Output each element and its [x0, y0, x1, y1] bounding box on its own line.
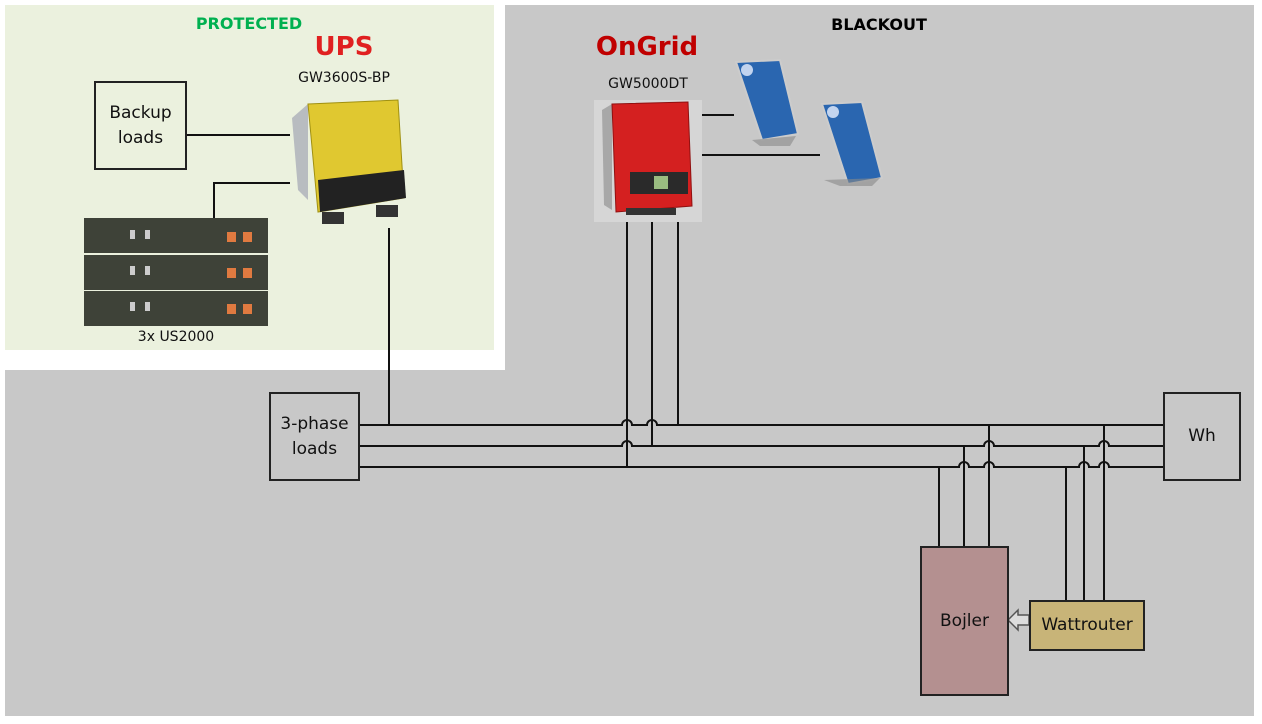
wire-battery [213, 182, 290, 218]
backup-loads-line1: Backup [109, 102, 172, 123]
backup-loads-box: Backup loads [94, 81, 187, 170]
meter-label: Wh [1188, 426, 1216, 446]
ups-model: GW3600S-BP [298, 70, 390, 86]
bus-l1 [360, 419, 1163, 426]
bus-l3 [360, 461, 1163, 468]
pv-panel-1-image [734, 58, 800, 146]
protected-label: PROTECTED [195, 14, 303, 33]
battery-label: 3x US2000 [137, 329, 215, 345]
battery-stack-image [84, 218, 268, 326]
three-phase-loads-box: 3-phase loads [269, 392, 360, 481]
wattrouter-label: Wattrouter [1041, 615, 1133, 635]
wattrouter-box: Wattrouter [1029, 600, 1145, 651]
three-phase-loads-line1: 3-phase [280, 413, 349, 434]
boiler-label: Bojler [940, 610, 989, 631]
three-phase-loads-line2: loads [291, 438, 338, 459]
pv-panel-2-image [820, 100, 884, 186]
blackout-label: BLACKOUT [831, 15, 927, 34]
backup-loads-line2: loads [117, 127, 164, 148]
ups-inverter-image [292, 99, 406, 224]
ongrid-inverter-image [594, 100, 702, 222]
boiler-box: Bojler [920, 546, 1009, 696]
meter-box: Wh [1163, 392, 1241, 481]
ongrid-title: OnGrid [595, 32, 699, 62]
wiring [186, 114, 1163, 600]
ongrid-model: GW5000DT [608, 76, 688, 92]
bus-l2 [360, 440, 1163, 447]
ups-title: UPS [314, 32, 374, 62]
